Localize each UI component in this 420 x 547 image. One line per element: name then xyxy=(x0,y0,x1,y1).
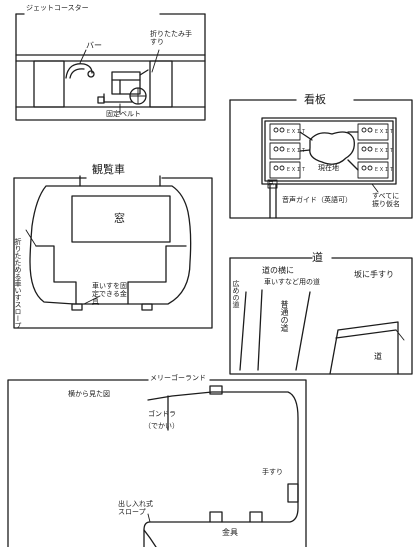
coaster-seat xyxy=(111,71,141,95)
merry-panel-frame xyxy=(7,379,307,547)
restraint-bar xyxy=(65,63,93,79)
exit-cell-label: ＥＸＩＴ xyxy=(374,167,395,173)
fixing-metal-label: 車いすを固定できる金具 xyxy=(92,282,127,306)
handrail-label: 折りたたみ手すり xyxy=(150,30,192,46)
sign-post xyxy=(269,183,277,219)
wide-road-line xyxy=(239,291,247,371)
gondola-body xyxy=(29,185,192,305)
retractable-slope xyxy=(143,529,157,547)
gondola-outline xyxy=(143,391,299,547)
observation-car-title: 観覧車 xyxy=(92,163,125,176)
handrail-bracket xyxy=(287,483,299,503)
exit-cell-label: ＥＸＩＴ xyxy=(374,148,395,154)
exit-cell-label: ＥＸＩＴ xyxy=(286,129,307,135)
road-title: 道 xyxy=(312,251,323,264)
sign-cell xyxy=(269,161,301,179)
gondola-window xyxy=(71,195,171,243)
bar-label: バー xyxy=(86,41,102,50)
gondola-label-line2: （でかい） xyxy=(144,422,179,430)
road-corner-label: 道 xyxy=(374,352,382,361)
sign-sketch xyxy=(229,99,413,219)
handrail-label-merry: 手すり xyxy=(262,468,283,476)
audio-guide-label: 音声ガイド（英語可） xyxy=(282,196,352,204)
jet-coaster-frame xyxy=(15,13,206,121)
slope-handrail-label: 坂に手すり xyxy=(354,270,394,279)
exit-cell-label: ＥＸＩＴ xyxy=(374,129,395,135)
slope-ramp xyxy=(329,321,399,375)
jet-coaster-title: ジェットコースター xyxy=(26,4,89,12)
left-pillar xyxy=(33,60,65,108)
braille-mark: 点 xyxy=(268,180,275,187)
wheelchair xyxy=(103,93,133,103)
brake-label: 固定ベルト xyxy=(106,110,141,118)
observation-car-sketch xyxy=(13,175,213,329)
sign-title: 看板 xyxy=(304,93,326,106)
foldable-slope-label: 折りたためる車いすスロープ xyxy=(14,238,22,329)
gondola-top-mark xyxy=(209,385,223,395)
exit-cell-label: ＥＸＩＴ xyxy=(286,167,307,173)
sign-board xyxy=(261,117,397,185)
normal-road-label: 普通の道 xyxy=(280,300,289,332)
retractable-slope-label: 出し入れ式スロープ xyxy=(118,500,153,516)
jet-coaster-sketch xyxy=(15,13,206,121)
normal-road-line xyxy=(295,291,311,371)
gondola-door xyxy=(35,245,187,305)
metal-fixture-label: 金具 xyxy=(222,528,238,537)
road-note-line1: 道の横に xyxy=(262,266,294,275)
side-view-label: 横から見た図 xyxy=(68,390,110,398)
furigana-label: すべてに振り仮名 xyxy=(372,192,400,208)
road-panel-frame xyxy=(229,257,413,375)
road-note-line2: 車いすなど用の道 xyxy=(264,278,320,286)
road-sketch xyxy=(229,257,413,375)
window-label: 窓 xyxy=(114,212,125,225)
braille-plate xyxy=(267,179,278,189)
exit-cell-label: ＥＸＩＴ xyxy=(286,148,307,154)
gondola-label-line1: ゴンドラ xyxy=(148,410,176,418)
current-location-label: 現在地 xyxy=(318,164,339,172)
wide-road-label: 広めの道 xyxy=(232,280,240,308)
floor-fixture xyxy=(209,511,263,523)
sign-cell xyxy=(357,142,389,160)
merry-go-round-title: メリーゴーランド xyxy=(150,374,206,382)
sign-frame xyxy=(229,99,413,219)
observation-panel-frame xyxy=(13,177,213,329)
map-blob xyxy=(309,131,355,165)
merry-go-round-sketch xyxy=(7,379,307,547)
